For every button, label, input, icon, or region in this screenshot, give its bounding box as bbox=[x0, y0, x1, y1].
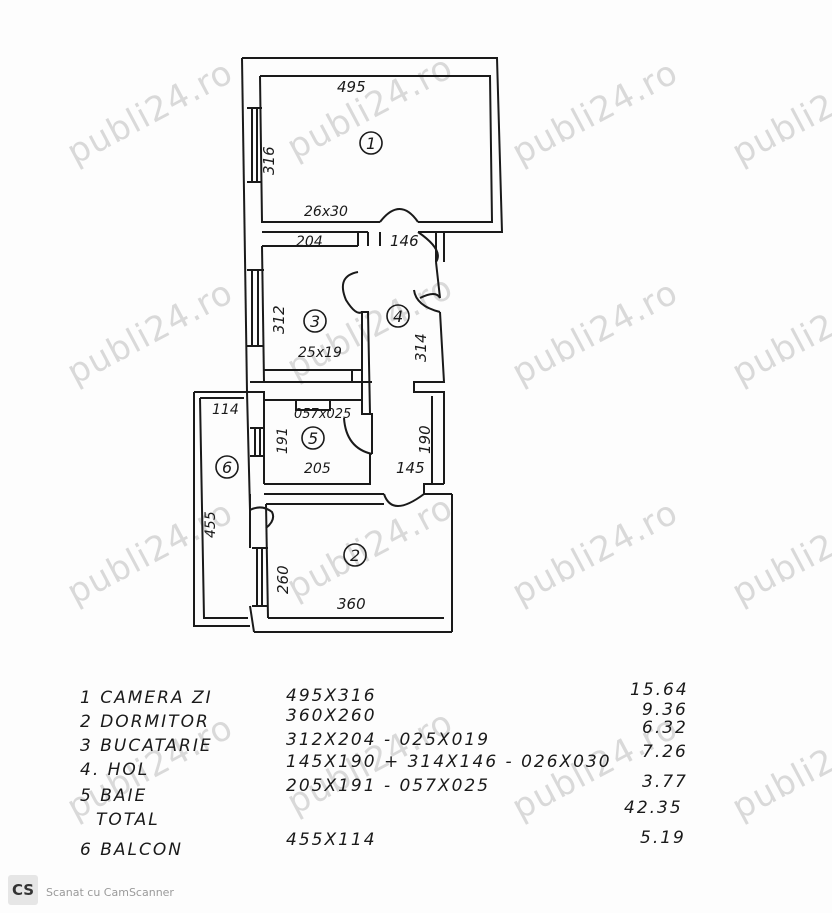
dim-label: 25x19 bbox=[298, 345, 342, 361]
outer-left-wall bbox=[241, 57, 248, 393]
door-arc-hall-right bbox=[413, 289, 441, 313]
camscanner-logo: CS bbox=[8, 875, 38, 905]
window-room-5 bbox=[250, 427, 264, 457]
legend-name: 1 CAMERA ZI bbox=[80, 688, 213, 708]
hall-right-wall bbox=[413, 261, 446, 484]
door-arc-room-2 bbox=[383, 493, 425, 507]
legend-area: 42.35 bbox=[624, 798, 683, 818]
room-5-right bbox=[362, 413, 373, 454]
dim-label: 145 bbox=[396, 459, 425, 477]
legend-area: 6.32 bbox=[642, 718, 688, 738]
room-number-markers: 1 2 3 4 5 6 bbox=[215, 131, 410, 567]
room-number: 3 bbox=[310, 312, 320, 331]
dim-label: 190 bbox=[416, 425, 434, 454]
legend-name: 6 BALCON bbox=[80, 840, 183, 860]
dim-label: 26x30 bbox=[304, 204, 348, 220]
dim-label: 360 bbox=[337, 595, 366, 613]
window-room-2 bbox=[252, 547, 268, 607]
walls bbox=[193, 57, 504, 633]
room-number: 6 bbox=[222, 458, 232, 477]
door-arc-room-5 bbox=[343, 417, 373, 455]
legend-formula: 145X190 + 314X146 - 026X030 bbox=[286, 752, 612, 772]
hall-top-wall bbox=[418, 231, 444, 262]
dim-label: 314 bbox=[412, 333, 430, 362]
legend-name: 5 BAIE bbox=[80, 786, 148, 806]
room-5-bottom bbox=[264, 454, 384, 495]
room-number: 2 bbox=[350, 546, 360, 565]
legend-name: 4. HOL bbox=[80, 760, 150, 780]
legend-area: 3.77 bbox=[642, 772, 688, 792]
camscanner-caption: Scanat cu CamScanner bbox=[46, 886, 174, 899]
room-number: 5 bbox=[308, 429, 318, 448]
door-arc-hall-top bbox=[417, 231, 439, 263]
legend-formula: 205X191 - 057X025 bbox=[286, 776, 491, 796]
room-2-left bbox=[265, 503, 269, 619]
dim-label: 057x025 bbox=[294, 407, 351, 422]
room-number-circle bbox=[301, 426, 325, 450]
legend-area: 15.64 bbox=[630, 680, 689, 700]
legend-formula: 360X260 bbox=[286, 706, 377, 726]
dim-label: 260 bbox=[274, 565, 292, 594]
window-room-3 bbox=[247, 269, 264, 347]
legend-area: 7.26 bbox=[642, 742, 688, 762]
dim-label: 312 bbox=[270, 305, 288, 334]
wall-1-3 bbox=[262, 231, 368, 247]
balcony-outer bbox=[193, 391, 251, 627]
door-arc-room-1 bbox=[379, 208, 419, 223]
bath-niche bbox=[295, 400, 331, 411]
room-number: 1 bbox=[366, 134, 376, 153]
wall-1-4 bbox=[367, 232, 381, 246]
legend-formula: 455X114 bbox=[286, 830, 377, 850]
legend-name: TOTAL bbox=[96, 810, 160, 830]
room-number-circle bbox=[386, 304, 410, 328]
legend-formula: 495X316 bbox=[286, 686, 377, 706]
dim-label: 205 bbox=[304, 461, 331, 477]
legend-area: 9.36 bbox=[642, 700, 688, 720]
wall-3-5 bbox=[247, 381, 362, 401]
window-room-1 bbox=[247, 107, 262, 183]
dim-label: 191 bbox=[275, 427, 291, 454]
room-number-circle bbox=[215, 455, 239, 479]
legend-name: 3 BUCATARIE bbox=[80, 736, 213, 756]
legend-name: 2 DORMITOR bbox=[80, 712, 210, 732]
dim-label: 455 bbox=[203, 511, 219, 538]
room-number-circle bbox=[343, 543, 367, 567]
room-number: 4 bbox=[393, 307, 403, 326]
dim-label: 204 bbox=[296, 234, 323, 250]
room-3-left bbox=[261, 245, 265, 383]
room-2-bottom bbox=[254, 617, 452, 633]
dim-label: 495 bbox=[337, 78, 366, 96]
room-1-inner-wall bbox=[260, 75, 494, 223]
balcony-inner bbox=[199, 397, 248, 619]
room-number-circle bbox=[359, 131, 383, 155]
dimension-labels: 495 316 26x30 204 146 312 314 25x19 057x… bbox=[203, 78, 434, 613]
room-number-circle bbox=[303, 309, 327, 333]
dim-label: 316 bbox=[260, 146, 278, 175]
legend-formula: 312X204 - 025X019 bbox=[286, 730, 491, 750]
room-1-outer-wall bbox=[242, 57, 504, 262]
room-1-inner-left bbox=[259, 75, 380, 223]
dim-label: 114 bbox=[212, 402, 239, 418]
door-arc-room-3 bbox=[342, 271, 363, 314]
door-arc-balcony bbox=[249, 506, 275, 529]
room-2-top bbox=[266, 493, 450, 505]
legend-area: 5.19 bbox=[640, 828, 686, 848]
dim-label: 146 bbox=[390, 232, 419, 250]
